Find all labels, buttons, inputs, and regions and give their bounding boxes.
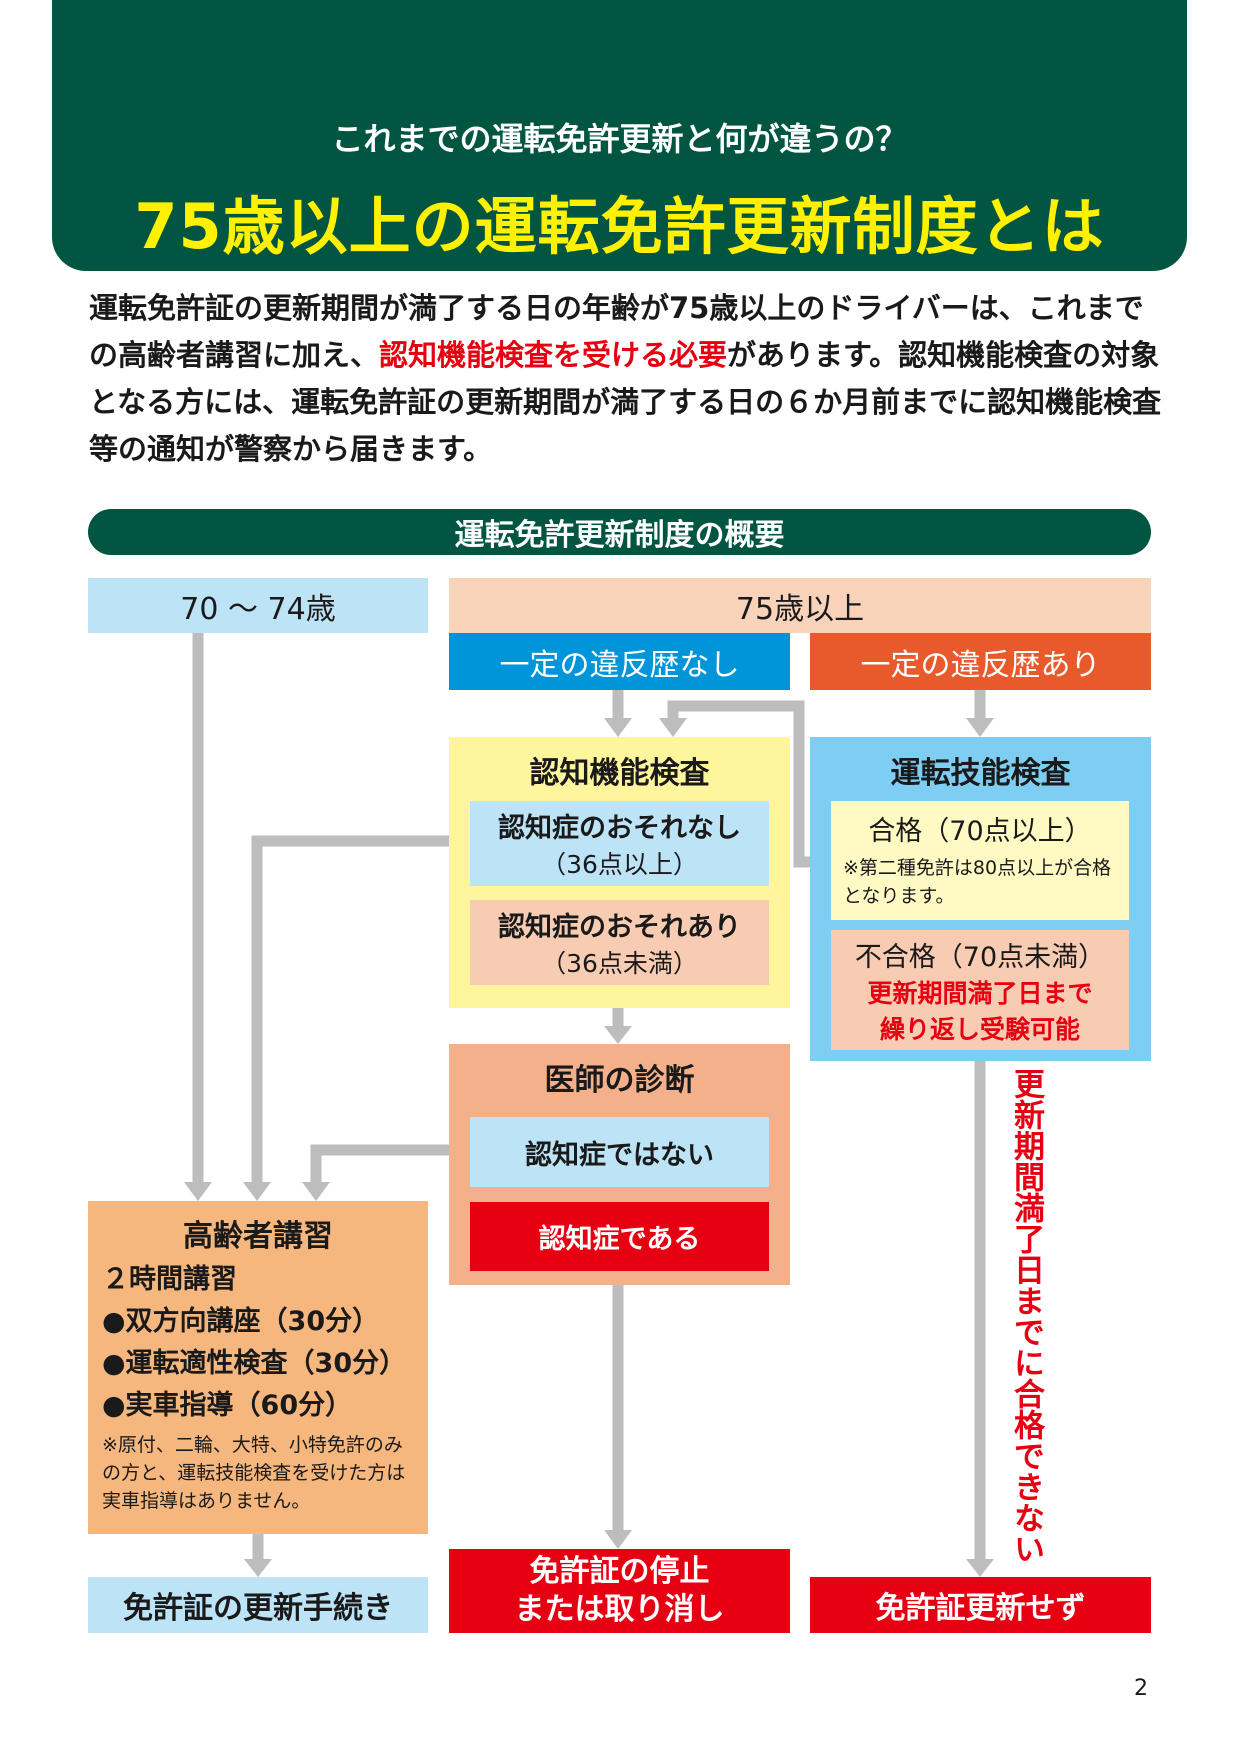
driving-test-title: 運転技能検査 <box>890 756 1071 791</box>
intro-paragraph: 運転免許証の更新期間が満了する日の年齢が75歳以上のドライバーは、これまでの高齢… <box>89 285 1169 473</box>
arrowhead <box>659 718 687 737</box>
renewal-box: 免許証の更新手続き <box>88 1577 428 1633</box>
overview-heading: 運転免許更新制度の概要 <box>88 509 1151 555</box>
no-renewal-box: 免許証更新せず <box>810 1577 1151 1633</box>
cognitive-test-title: 認知機能検査 <box>529 756 710 791</box>
driving-test-panel: 運転技能検査 合格（70点以上） ※第二種免許は80点以上が合格となります。 不… <box>810 737 1151 1061</box>
arrowhead <box>604 718 632 737</box>
arrow-not-dementia <box>310 1144 470 1185</box>
lecture-title: 高齢者講習 <box>183 1219 333 1254</box>
arrowhead <box>184 1182 212 1201</box>
arrowhead <box>966 718 994 737</box>
lecture-note: ※原付、二輪、大特、小特免許のみの方と、運転技能検査を受けた方は実車指導はありま… <box>102 1434 406 1512</box>
page-number: 2 <box>1134 1676 1148 1701</box>
age-75-plus-box: 75歳以上 <box>449 578 1151 633</box>
arrowhead <box>604 1026 632 1044</box>
doctor-panel: 医師の診断 認知症ではない 認知症である <box>449 1044 790 1285</box>
pass-label: 合格（70点以上） <box>868 816 1092 847</box>
pass-note: ※第二種免許は80点以上が合格となります。 <box>843 857 1112 907</box>
no-violation-box: 一定の違反歴なし <box>449 633 790 690</box>
doctor-title: 医師の診断 <box>544 1063 695 1098</box>
intro-text: 運転免許証の更新期間が満了する日の年齢が75歳以上のドライバーは、これまでの高齢… <box>89 291 1144 372</box>
arrowhead <box>243 1182 271 1201</box>
not-dementia-box: 認知症ではない <box>470 1117 769 1187</box>
header-subtitle: これまでの運転免許更新と何が違うの？ <box>331 120 908 158</box>
lecture-item: ●運転適性検査（30分） <box>102 1348 407 1379</box>
arrowhead <box>302 1182 330 1201</box>
lecture-item: ●実車指導（60分） <box>102 1390 353 1421</box>
fail-note-2: 繰り返し受験可能 <box>879 1014 1080 1044</box>
lecture-hours: ２時間講習 <box>102 1264 237 1295</box>
arrow-pass-loop <box>667 700 831 868</box>
suspension-line-2: または取り消し <box>514 1592 725 1627</box>
violation-box: 一定の違反歴あり <box>810 633 1151 690</box>
fail-label: 不合格（70点未満） <box>854 941 1106 973</box>
dementia-box: 認知症である <box>470 1202 769 1271</box>
risk-label: 認知症のおそれあり <box>498 912 741 943</box>
no-risk-score: （36点以上） <box>541 850 698 879</box>
intro-text-2: があります。認知機能検査の対象となる方には、運転免許証の更新期間が満了する日の６… <box>89 338 1162 466</box>
intro-highlight: 認知機能検査を受ける必要 <box>379 338 728 372</box>
arrow-no-risk <box>251 835 470 1185</box>
no-risk-label: 認知症のおそれなし <box>498 813 741 844</box>
header-banner: これまでの運転免許更新と何が違うの？ 75歳以上の運転免許更新制度とは <box>52 0 1187 271</box>
cognitive-test-panel: 認知機能検査 認知症のおそれなし （36点以上） 認知症のおそれあり （36点未… <box>449 737 790 1008</box>
arrowhead <box>966 1559 994 1577</box>
pass-box: 合格（70点以上） ※第二種免許は80点以上が合格となります。 <box>831 801 1129 920</box>
page-title: 75歳以上の運転免許更新制度とは <box>134 190 1105 263</box>
suspension-box: 免許証の停止 または取り消し <box>449 1549 790 1633</box>
suspension-line-1: 免許証の停止 <box>529 1554 710 1589</box>
risk-score: （36点未満） <box>541 949 698 978</box>
fail-box: 不合格（70点未満） 更新期間満了日まで 繰り返し受験可能 <box>831 930 1129 1050</box>
lecture-item: ●双方向講座（30分） <box>102 1306 380 1337</box>
no-risk-box: 認知症のおそれなし （36点以上） <box>470 801 769 886</box>
risk-box: 認知症のおそれあり （36点未満） <box>470 900 769 985</box>
vertical-note: 更新期間満了日までに合格できない <box>1008 1068 1044 1564</box>
arrowhead <box>604 1530 632 1549</box>
fail-note-1: 更新期間満了日まで <box>867 978 1093 1008</box>
arrowhead <box>244 1559 272 1577</box>
age-70-74-box: 70 ～ 74歳 <box>88 578 428 633</box>
lecture-panel: 高齢者講習 ２時間講習 ●双方向講座（30分） ●運転適性検査（30分） ●実車… <box>88 1201 428 1534</box>
